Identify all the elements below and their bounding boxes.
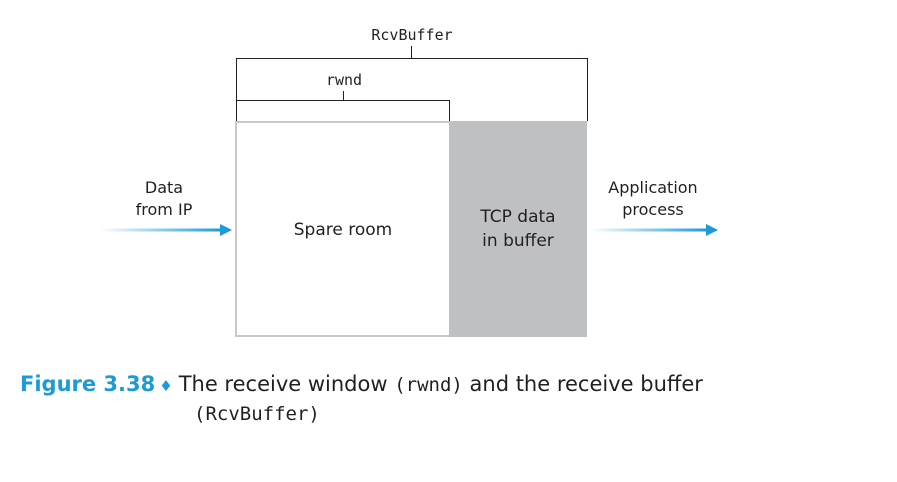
rwnd-bracket-tick	[343, 91, 344, 101]
output-label-line1: Application	[608, 178, 698, 197]
caption-rwnd: (rwnd)	[394, 374, 463, 396]
input-label-line2: from IP	[135, 200, 193, 219]
rcvbuffer-bracket	[236, 58, 588, 121]
caption-text-2: and the receive buffer	[462, 372, 703, 396]
diamond-icon: ♦	[159, 377, 173, 395]
output-arrow	[590, 224, 718, 236]
input-label-line1: Data	[144, 178, 184, 197]
tcp-data-box: TCP data in buffer	[449, 121, 587, 337]
spare-room-label: Spare room	[293, 220, 393, 240]
figure-number: Figure 3.38	[20, 372, 156, 396]
rcvbuffer-bracket-tick	[411, 46, 412, 59]
figure-caption: Figure 3.38♦ The receive window (rwnd) an…	[20, 370, 703, 400]
tcp-data-label-line2: in buffer	[482, 231, 554, 251]
rcvbuffer-label: RcvBuffer	[371, 26, 453, 44]
input-arrow	[100, 224, 232, 236]
rwnd-bracket	[236, 100, 450, 121]
caption-rcvbuffer: (RcvBuffer)	[194, 403, 320, 425]
spare-room-box: Spare room	[235, 121, 451, 337]
tcp-data-label-line1: TCP data	[480, 207, 556, 227]
rwnd-label: rwnd	[325, 71, 363, 89]
output-label-line2: process	[622, 200, 684, 219]
caption-text-1: The receive window	[178, 372, 395, 396]
